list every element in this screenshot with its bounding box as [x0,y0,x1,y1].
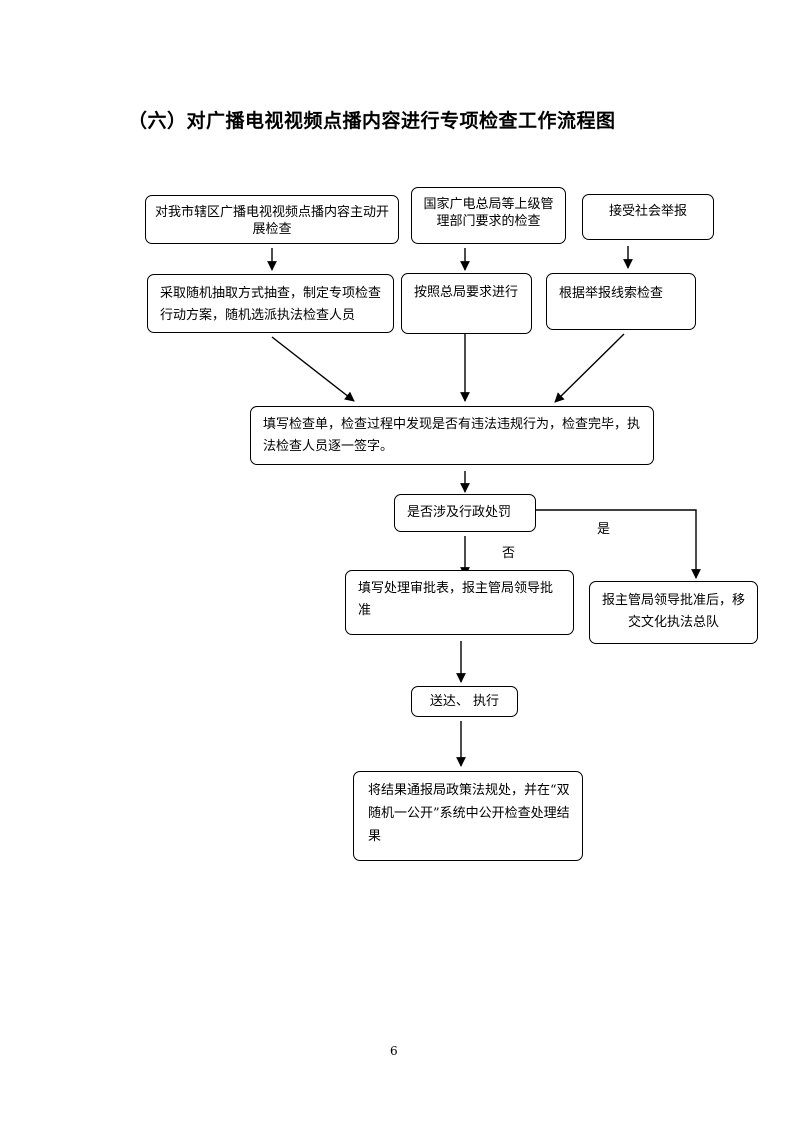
box-fill-checklist: 填写检查单，检查过程中发现是否有违法违规行为，检查完毕，执法检查人员逐一签字。 [250,406,654,465]
box-deliver-execute: 送达、 执行 [411,686,518,717]
label-yes: 是 [597,522,611,537]
box-superior-inspection: 国家广电总局等上级管理部门要求的检查 [411,187,566,244]
box-random-sampling: 采取随机抽取方式抽查，制定专项检查行动方案，随机选派执法检查人员 [147,274,394,333]
box-clue-check: 根据举报线索检查 [546,273,696,330]
box-active-inspection: 对我市辖区广播电视视频点播内容主动开展检查 [145,195,399,244]
arrow-b6-b7 [554,333,625,403]
box-public-report: 接受社会举报 [582,194,714,240]
arrow-b8-b10 [535,509,701,579]
page-number: 6 [390,1044,398,1058]
label-no: 否 [502,546,516,561]
box-penalty-decision: 是否涉及行政处罚 [394,494,536,532]
arrow-b4-b7 [271,336,355,402]
box-follow-hq: 按照总局要求进行 [401,273,532,334]
page-title: （六）对广播电视视频点播内容进行专项检查工作流程图 [128,110,616,132]
box-publish-results: 将结果通报局政策法规处，并在“双随机一公开”系统中公开检查处理结果 [353,771,583,861]
box-approval-form: 填写处理审批表，报主管局领导批准 [345,570,574,635]
box-transfer-enforcement: 报主管局领导批准后，移交文化执法总队 [589,581,758,644]
